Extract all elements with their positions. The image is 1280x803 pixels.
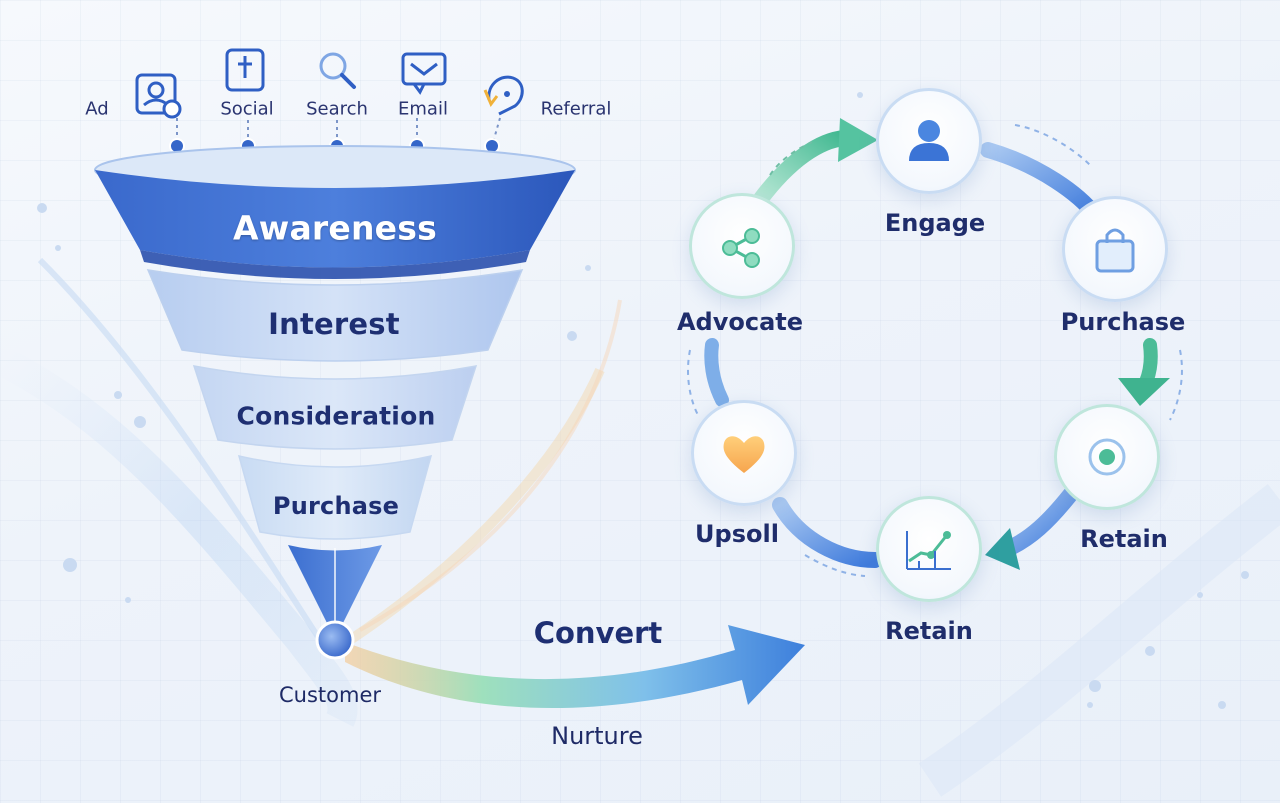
convert-label: Convert <box>533 616 663 650</box>
loop-label-retain-bottom: Retain <box>885 617 973 645</box>
loop-node-retain-bottom <box>876 496 982 602</box>
heart-icon <box>723 436 765 473</box>
ad-profile-icon <box>132 69 184 121</box>
loop-node-purchase <box>1062 196 1168 302</box>
funnel-stage-purchase: Purchase <box>272 492 400 520</box>
person-icon <box>909 120 949 161</box>
loop-label-engage: Engage <box>884 209 986 237</box>
share-icon <box>722 228 760 268</box>
source-label-email: Email <box>398 98 448 120</box>
referral-icon <box>479 68 531 120</box>
loop-label-retain-right: Retain <box>1080 525 1168 553</box>
background-swoosh <box>0 346 358 727</box>
target-icon <box>1088 438 1126 476</box>
nurture-label: Nurture <box>551 722 643 750</box>
loop-node-advocate <box>689 193 795 299</box>
source-label-social: Social <box>220 98 274 120</box>
funnel-stage-awareness: Awareness <box>233 208 437 248</box>
loop-label-advocate: Advocate <box>676 308 804 336</box>
loop-label-upsoll: Upsoll <box>695 520 779 548</box>
social-icon <box>219 44 271 96</box>
loop-node-upsoll <box>691 400 797 506</box>
search-icon <box>310 44 362 96</box>
source-label-referral: Referral <box>540 98 612 120</box>
funnel-stage-interest: Interest <box>268 307 400 341</box>
customer-node <box>315 620 355 660</box>
source-label-ad: Ad <box>85 98 109 120</box>
loop-node-retain-right <box>1054 404 1160 510</box>
source-label-search: Search <box>306 98 368 120</box>
convert-arrow <box>345 625 805 709</box>
growth-chart-icon <box>906 531 951 570</box>
funnel-stage-consideration: Consideration <box>236 401 436 431</box>
decorative-dots <box>37 92 1249 709</box>
customer-label: Customer <box>278 683 382 707</box>
shopping-bag-icon <box>1095 228 1135 273</box>
email-icon <box>398 46 450 98</box>
loop-node-engage <box>876 88 982 194</box>
funnel <box>94 145 576 625</box>
loop-label-purchase: Purchase <box>1060 308 1186 336</box>
